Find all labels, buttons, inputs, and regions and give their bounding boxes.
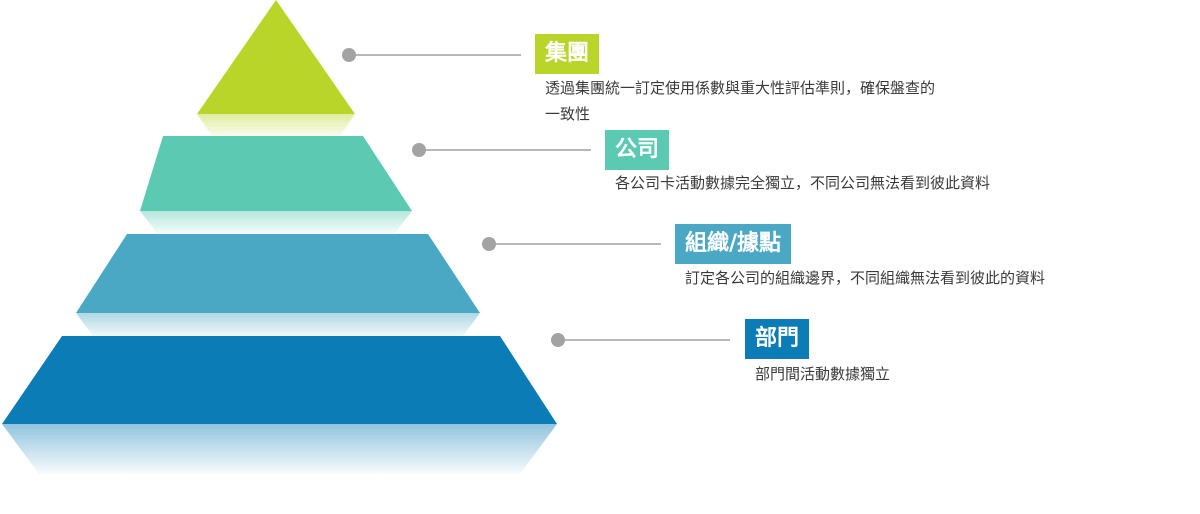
leader-line-department <box>551 333 730 347</box>
tier-description-organization-line-1: 訂定各公司的組織邊界，不同組織無法看到彼此的資料 <box>685 269 1046 287</box>
tier-description-group: 透過集團統一訂定使用係數與重大性評估準則，確保盤查的 一致性 <box>545 75 985 127</box>
pyramid-tier-organization-shadow <box>76 313 480 336</box>
leader-dot-company <box>412 143 426 157</box>
tier-description-company: 各公司卡活動數據完全獨立，不同公司無法看到彼此資料 <box>615 170 1075 196</box>
tier-label-organization: 組織/據點 <box>675 224 792 264</box>
pyramid-tier-company <box>140 136 412 211</box>
leader-dot-group <box>342 48 356 62</box>
tier-label-group: 集團 <box>535 34 600 74</box>
pyramid-tier-company-shadow <box>140 211 412 233</box>
tier-label-company: 公司 <box>605 130 670 170</box>
pyramid-tier-group <box>197 0 355 114</box>
pyramid-tier-group-shadow <box>197 114 355 136</box>
tier-label-department: 部門 <box>745 319 810 359</box>
tier-description-group-line-2: 一致性 <box>545 105 591 123</box>
pyramid-tier-organization <box>76 234 480 313</box>
leader-dot-organization <box>482 237 496 251</box>
tier-description-department: 部門間活動數據獨立 <box>755 361 1155 387</box>
leader-line-group <box>342 48 521 62</box>
pyramid-diagram <box>2 0 557 474</box>
leader-dot-department <box>551 333 565 347</box>
leader-line-company <box>412 143 591 157</box>
tier-description-organization: 訂定各公司的組織邊界，不同組織無法看到彼此的資料 <box>685 265 1145 291</box>
leader-line-organization <box>482 237 661 251</box>
tier-description-department-line-1: 部門間活動數據獨立 <box>755 365 891 383</box>
tier-description-group-line-1: 透過集團統一訂定使用係數與重大性評估準則，確保盤查的 <box>545 79 936 97</box>
pyramid-tier-department <box>2 336 557 424</box>
tier-description-company-line-1: 各公司卡活動數據完全獨立，不同公司無法看到彼此資料 <box>615 174 991 192</box>
pyramid-tier-department-shadow <box>2 424 557 474</box>
